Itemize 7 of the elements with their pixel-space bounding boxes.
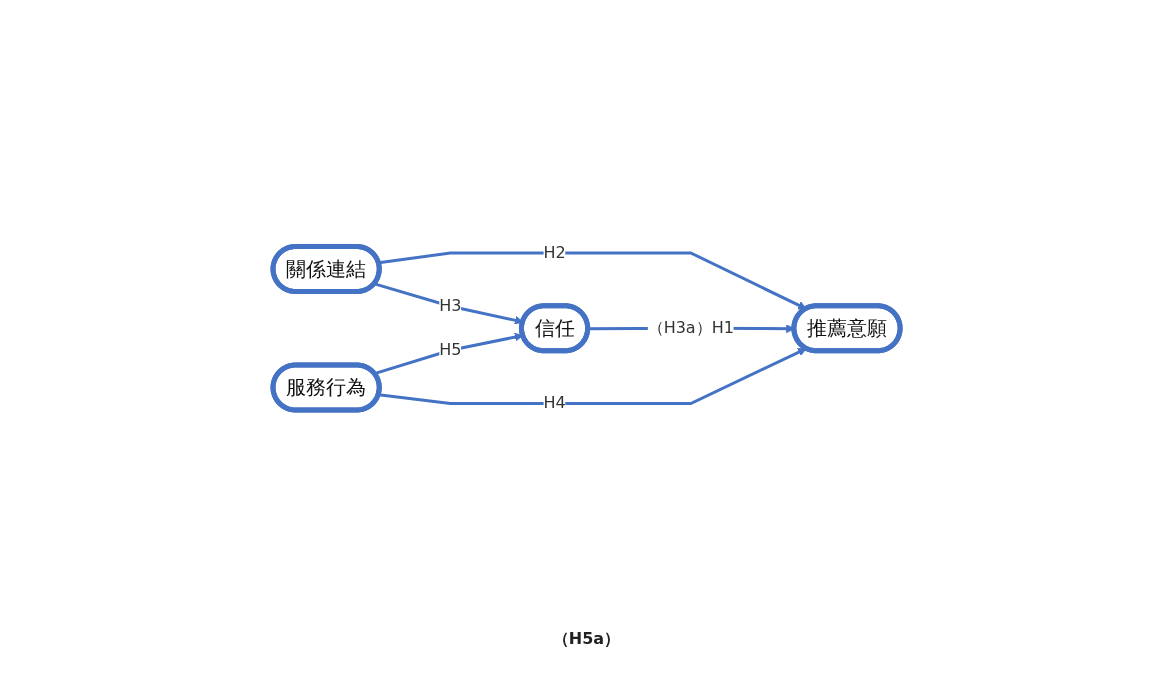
edge-label: （H3a）H1 xyxy=(647,318,734,338)
edge-label: H5 xyxy=(439,340,462,360)
edge-label: H3 xyxy=(439,296,462,316)
edge-label: H4 xyxy=(543,393,566,413)
arrow xyxy=(378,348,807,406)
hypothesis-label: （H5a） xyxy=(552,628,621,648)
edge-label: H2 xyxy=(543,243,566,263)
